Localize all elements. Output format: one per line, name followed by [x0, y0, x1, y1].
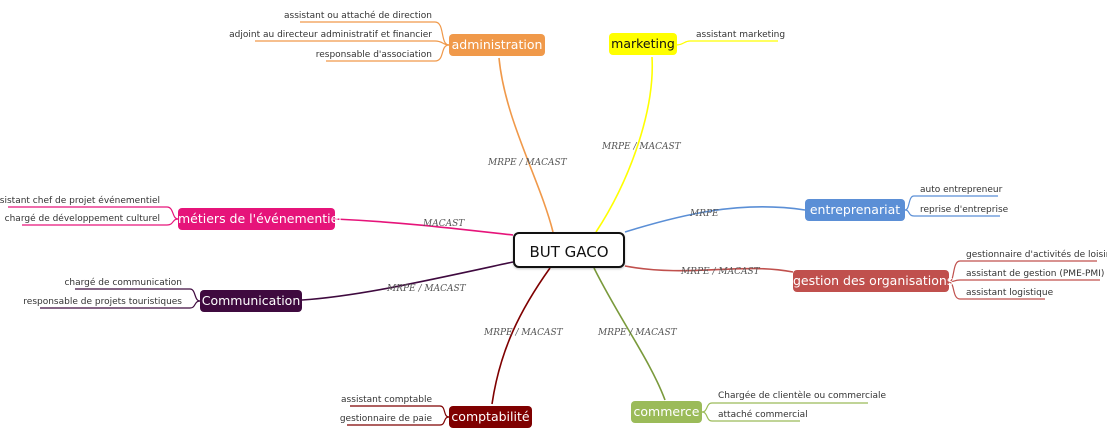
edge-commerce — [593, 267, 666, 401]
leaf-commerce-2[interactable]: attaché commercial — [718, 410, 808, 420]
edge-label-gestion: MRPE / MACAST — [681, 267, 760, 277]
edge-label-comptabilite: MRPE / MACAST — [484, 328, 563, 338]
leaf-administration-2[interactable]: adjoint au directeur administratif et fi… — [229, 30, 432, 40]
branch-commerce[interactable]: commerce — [631, 401, 702, 423]
edge-label-communication: MRPE / MACAST — [387, 284, 466, 294]
branch-marketing[interactable]: marketing — [609, 33, 677, 55]
edge-label-administration: MRPE / MACAST — [488, 158, 567, 168]
leaf-comptabilite-1[interactable]: assistant comptable — [341, 395, 432, 405]
edge-entreprenariat — [624, 205, 806, 233]
branch-entreprenariat[interactable]: entreprenariat — [805, 199, 905, 221]
leaf-gestion-2[interactable]: assistant de gestion (PME-PMI) — [966, 269, 1105, 279]
branch-communication[interactable]: Communication — [200, 290, 302, 312]
branch-evenementiel[interactable]: métiers de l'événementiel — [178, 208, 342, 230]
leaf-entreprenariat-1[interactable]: auto entrepreneur — [920, 185, 1003, 195]
leaf-marketing-1[interactable]: assistant marketing — [696, 30, 786, 40]
leaf-gestion-1[interactable]: gestionnaire d'activités de loisirs — [966, 250, 1107, 260]
branch-gestion[interactable]: gestion des organisations — [793, 270, 953, 292]
edge-comptabilite — [491, 267, 551, 405]
edge-communication — [301, 261, 514, 301]
edge-label-evenementiel: MACAST — [423, 219, 465, 229]
leaf-gestion-3[interactable]: assistant logistique — [966, 288, 1054, 298]
edge-evenementiel — [334, 218, 514, 236]
edge-label-marketing: MRPE / MACAST — [602, 142, 681, 152]
edge-gestion — [624, 265, 794, 273]
leaf-administration-3[interactable]: responsable d'association — [315, 50, 432, 60]
edge-administration — [498, 57, 554, 233]
leaf-communication-2[interactable]: responsable de projets touristiques — [23, 297, 182, 307]
branch-administration[interactable]: administration — [449, 34, 545, 56]
leaf-communication-1[interactable]: chargé de communication — [64, 278, 182, 288]
leaf-entreprenariat-2[interactable]: reprise d'entreprise — [920, 205, 1009, 215]
central-topic[interactable]: BUT GACO — [513, 232, 625, 268]
edge-label-entreprenariat: MRPE — [690, 209, 719, 219]
edge-marketing — [595, 56, 654, 233]
leaf-evenementiel-1[interactable]: assistant chef de projet événementiel — [0, 196, 160, 206]
leaf-comptabilite-2[interactable]: gestionnaire de paie — [339, 414, 432, 424]
leaf-administration-1[interactable]: assistant ou attaché de direction — [284, 11, 432, 21]
leaf-evenementiel-2[interactable]: chargé de développement culturel — [4, 214, 160, 224]
leaf-commerce-1[interactable]: Chargée de clientèle ou commerciale — [718, 391, 887, 401]
branch-comptabilite[interactable]: comptabilité — [449, 406, 532, 428]
edge-label-commerce: MRPE / MACAST — [598, 328, 677, 338]
